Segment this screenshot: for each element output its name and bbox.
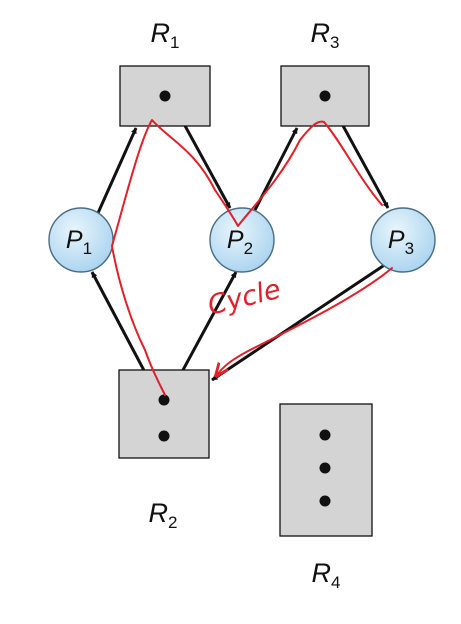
resource-instance-dot	[319, 429, 331, 441]
resource-label: R2	[149, 498, 178, 532]
process-p3: P3	[370, 207, 436, 273]
resource-instance-dot	[319, 495, 331, 507]
cycle-annotation-path	[111, 119, 393, 396]
process-p1: P1	[48, 207, 114, 273]
edge-p3-r2	[211, 262, 387, 382]
resource-label: R4	[312, 558, 341, 592]
edge-p1-r1	[96, 127, 138, 214]
resource-r3: R3	[280, 18, 370, 127]
resource-r4: R4	[279, 403, 373, 592]
resource-instance-dot	[319, 462, 331, 474]
resource-instance-dot	[159, 90, 171, 102]
resource-instance-dot	[319, 90, 331, 102]
resource-instance-dot	[158, 394, 170, 406]
cycle-annotation-label: Cycle	[205, 274, 284, 322]
process-node	[209, 207, 275, 273]
process-node	[370, 207, 436, 273]
resource-label: R1	[151, 18, 180, 52]
resource-instance-dot	[158, 430, 170, 442]
resource-box	[118, 369, 210, 459]
process-group: P1 P2 P3	[48, 207, 436, 273]
process-p2: P2	[209, 207, 275, 273]
resource-label: R3	[311, 18, 340, 52]
resource-r1: R1	[119, 18, 211, 127]
